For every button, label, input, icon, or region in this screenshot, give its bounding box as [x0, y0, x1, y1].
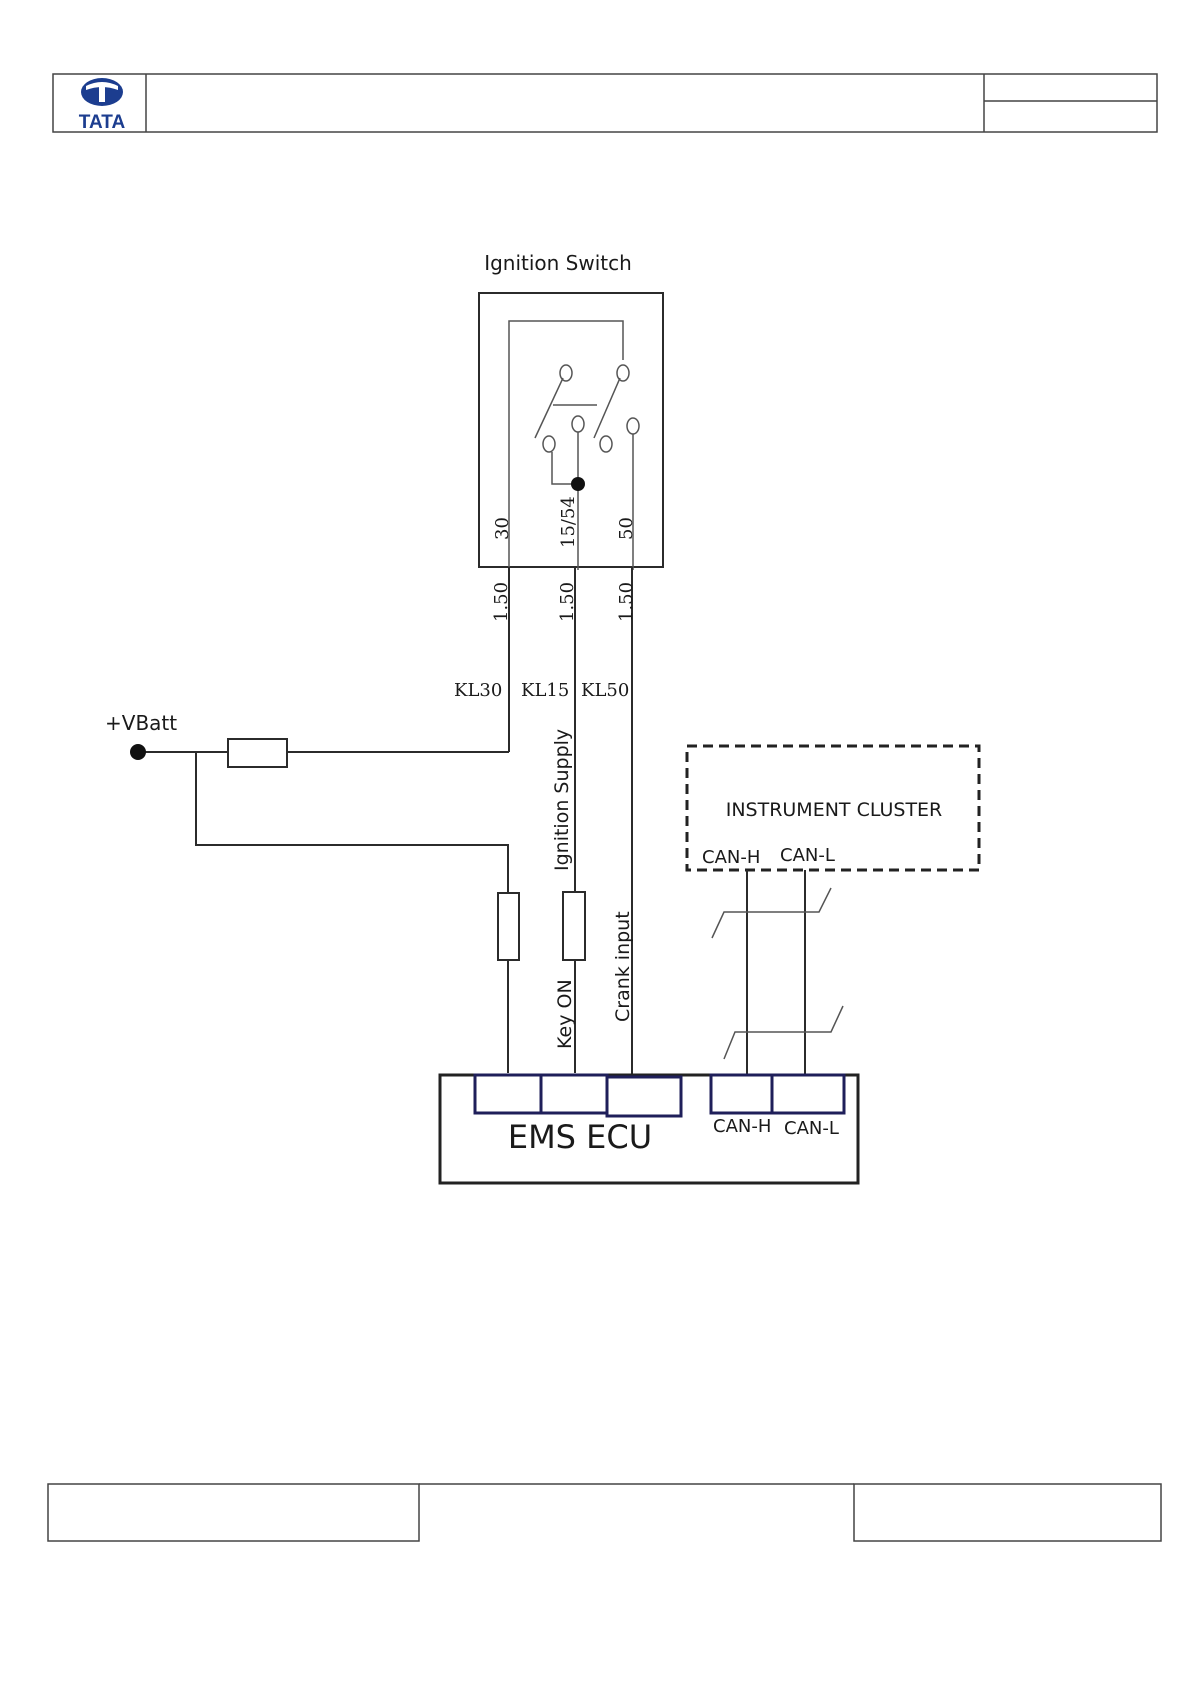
terminal-label-30: 30	[492, 517, 513, 540]
wire-size-kl30: 1.50	[491, 582, 512, 622]
instrument-cluster-title: INSTRUMENT CLUSTER	[726, 799, 943, 821]
wire-size-kl50: 1.50	[616, 582, 637, 622]
fuse-kl15	[562, 891, 586, 961]
ems-ecu: EMS ECU CAN-H CAN-L	[438, 1073, 860, 1185]
ignition-switch: Ignition Switch 30 15/54 50	[478, 251, 664, 570]
key-on-label: Key ON	[554, 979, 576, 1049]
cluster-can-h-label: CAN-H	[702, 847, 760, 868]
ecu-pin-kl15	[539, 1073, 609, 1115]
ignition-switch-title: Ignition Switch	[484, 251, 632, 275]
can-bus-wires	[711, 870, 844, 1075]
ecu-title: EMS ECU	[508, 1118, 652, 1156]
ecu-pin-kl50	[605, 1075, 683, 1118]
wires	[139, 567, 633, 1075]
fuse-kl30	[497, 892, 520, 961]
tata-logo-icon	[81, 78, 123, 106]
ignition-supply-label: Ignition Supply	[551, 729, 573, 871]
ecu-can-l-label: CAN-L	[784, 1118, 839, 1139]
ecu-pin-can-h	[709, 1073, 774, 1115]
wire-label-kl15: KL15	[521, 680, 569, 701]
battery-terminal-dot	[130, 744, 146, 760]
wire-label-kl50: KL50	[581, 680, 629, 701]
crank-input-label: Crank input	[612, 911, 634, 1022]
switch-contacts	[542, 364, 640, 453]
junction-dot	[571, 477, 585, 491]
wire-label-kl30: KL30	[454, 680, 502, 701]
terminal-label-50: 50	[616, 517, 637, 540]
ecu-pin-can-l	[770, 1073, 846, 1115]
logo-text: TATA	[79, 112, 126, 133]
header-block: TATA	[52, 73, 1158, 133]
ecu-can-h-label: CAN-H	[713, 1116, 771, 1137]
fuse-main	[227, 738, 288, 768]
footer-block	[47, 1483, 1162, 1542]
cluster-can-l-label: CAN-L	[780, 845, 835, 866]
wire-size-kl15: 1.50	[557, 582, 578, 622]
ecu-pin-kl30	[473, 1073, 543, 1115]
battery-label: +VBatt	[105, 711, 177, 735]
terminal-label-15-54: 15/54	[558, 496, 579, 548]
instrument-cluster: INSTRUMENT CLUSTER CAN-H CAN-L	[685, 744, 981, 872]
